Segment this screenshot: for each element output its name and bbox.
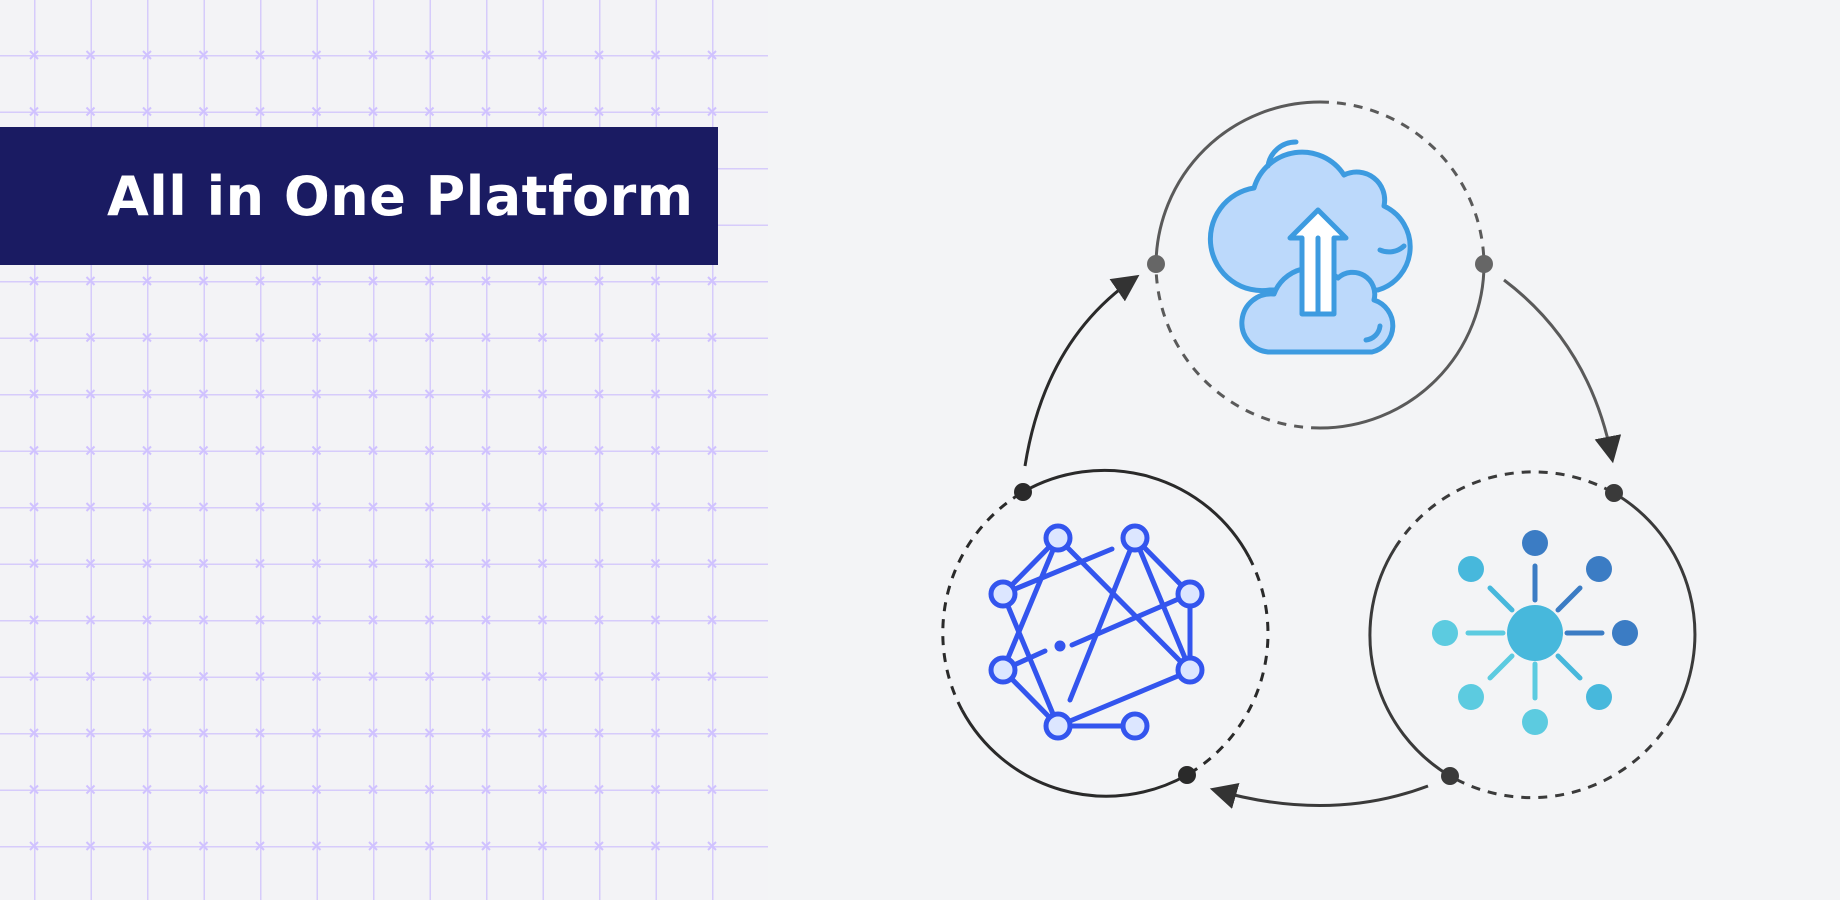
arrow-network-to-cloud xyxy=(1023,274,1140,467)
network-graph-icon xyxy=(988,523,1205,741)
arrow-hub-to-network xyxy=(1209,782,1429,809)
page-title: All in One Platform xyxy=(107,164,694,228)
cycle-arrows xyxy=(1023,274,1622,809)
arrow-cloud-to-hub xyxy=(1503,278,1622,464)
title-banner: All in One Platform xyxy=(0,127,718,265)
hub-node-ring xyxy=(1368,470,1697,800)
hub-radial-icon xyxy=(1432,530,1638,735)
cloud-upload-icon xyxy=(1207,139,1413,355)
cloud-node-ring xyxy=(1147,100,1493,430)
network-node-ring xyxy=(941,468,1270,798)
